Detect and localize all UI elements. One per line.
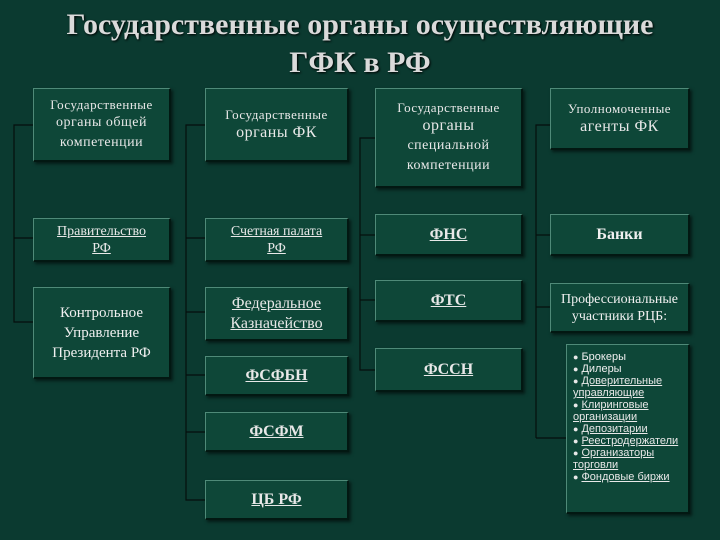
- title-line-1: Государственные органы осуществляющие: [66, 8, 654, 41]
- node-fsfm[interactable]: ФСФМ: [205, 412, 349, 452]
- header-line: компетенции: [59, 134, 144, 150]
- node-line: Казначейство: [230, 314, 323, 332]
- list-item[interactable]: ●Фондовые биржи: [573, 471, 684, 483]
- node-line: Банки: [596, 225, 643, 243]
- bullet-icon: ●: [573, 400, 579, 410]
- node-line: Федеральное: [231, 294, 322, 312]
- node-accounts-chamber[interactable]: Счетная палата РФ: [205, 218, 349, 262]
- list-item[interactable]: ●Реестродержатели: [573, 435, 684, 447]
- header-line: Уполномоченные: [567, 100, 672, 116]
- bullet-icon: ●: [573, 352, 579, 362]
- bullet-icon: ●: [573, 364, 579, 374]
- node-line: Управление: [63, 324, 140, 341]
- node-line: ФСФМ: [249, 422, 304, 440]
- list-item[interactable]: ●Доверительные управляющие: [573, 375, 684, 399]
- list-item-label[interactable]: Фондовые биржи: [581, 471, 670, 483]
- list-item: ●Брокеры: [573, 351, 684, 363]
- node-line: Счетная палата: [230, 223, 323, 239]
- header-line: органы ФК: [236, 123, 317, 141]
- node-federal-treasury[interactable]: Федеральное Казначейство: [205, 287, 349, 341]
- bullet-icon: ●: [573, 424, 579, 434]
- node-line: ФНС: [429, 225, 468, 243]
- list-item-label[interactable]: Депозитарии: [581, 423, 648, 435]
- node-banks: Банки: [550, 214, 690, 256]
- bullet-icon: ●: [573, 472, 579, 482]
- node-line: ФССН: [423, 360, 474, 378]
- list-item-label[interactable]: Доверительные управляющие: [573, 375, 663, 399]
- node-line: Президента РФ: [52, 344, 151, 361]
- list-item[interactable]: ●Организаторы торговли: [573, 447, 684, 471]
- header-line: Государственные: [50, 96, 153, 112]
- list-item-label[interactable]: Клиринговые организации: [573, 399, 649, 423]
- node-fsfbn[interactable]: ФСФБН: [205, 356, 349, 396]
- header-general-competence: Государственные органы общей компетенции: [33, 88, 171, 162]
- list-item-label[interactable]: Организаторы торговли: [573, 447, 655, 471]
- header-line: агенты ФК: [580, 117, 659, 135]
- node-fts[interactable]: ФТС: [375, 280, 523, 322]
- node-line: Профессиональные: [561, 291, 678, 307]
- node-cb-rf[interactable]: ЦБ РФ: [205, 480, 349, 520]
- node-fssn[interactable]: ФССН: [375, 348, 523, 392]
- participants-list: ●Брокеры ●Дилеры ●Доверительные управляю…: [566, 344, 690, 514]
- header-line: компетенции: [406, 157, 491, 173]
- header-line: специальной: [407, 137, 490, 153]
- node-fns[interactable]: ФНС: [375, 214, 523, 256]
- bullet-icon: ●: [573, 448, 579, 458]
- list-item: ●Дилеры: [573, 363, 684, 375]
- node-line: ФТС: [430, 291, 467, 309]
- node-line: РФ: [92, 240, 111, 256]
- node-control-department: Контрольное Управление Президента РФ: [33, 287, 171, 379]
- list-item[interactable]: ●Депозитарии: [573, 423, 684, 435]
- list-item-label: Дилеры: [581, 363, 622, 375]
- list-item-label: Брокеры: [581, 351, 626, 363]
- node-line: Контрольное: [59, 304, 144, 321]
- header-authorized-agents: Уполномоченные агенты ФК: [550, 88, 690, 150]
- node-line: ЦБ РФ: [251, 490, 302, 508]
- node-line: Правительство: [57, 223, 146, 239]
- node-line: РФ: [267, 240, 286, 256]
- header-special-competence: Государственные органы специальной компе…: [375, 88, 523, 188]
- slide-title: Государственные органы осуществляющие ГФ…: [20, 6, 700, 82]
- node-line: ФСФБН: [245, 366, 308, 384]
- node-professional-participants: Профессиональные участники РЦБ:: [550, 283, 690, 333]
- header-line: Государственные: [397, 99, 500, 115]
- list-item-label[interactable]: Реестродержатели: [581, 435, 679, 447]
- bullet-icon: ●: [573, 436, 579, 446]
- header-fc-organs: Государственные органы ФК: [205, 88, 349, 162]
- node-line: участники РЦБ:: [571, 308, 668, 324]
- title-line-2: ГФК в РФ: [289, 46, 431, 79]
- bullet-icon: ●: [573, 376, 579, 386]
- node-government-rf[interactable]: Правительство РФ: [33, 218, 171, 262]
- header-line: Государственные: [225, 106, 328, 122]
- header-line: органы общей: [56, 114, 147, 130]
- list-item[interactable]: ●Клиринговые организации: [573, 399, 684, 423]
- header-line: органы: [422, 116, 475, 134]
